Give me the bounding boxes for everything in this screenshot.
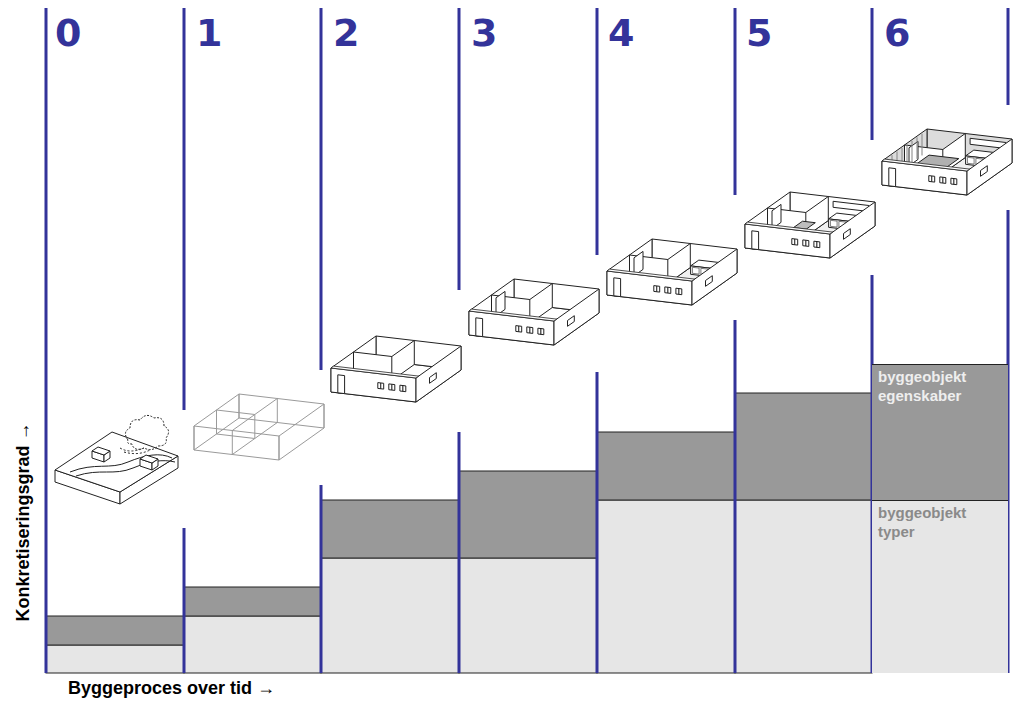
phase-number: 2 (333, 14, 359, 52)
axis-label: Konkretiseringsgrad → (14, 422, 34, 621)
band-label: byggeobjekt typer (872, 501, 1008, 545)
phase-number: 0 (55, 14, 81, 52)
house-part (656, 286, 657, 292)
house-part (917, 137, 918, 159)
house-drawing (745, 192, 875, 258)
house-part (816, 242, 817, 248)
house-drawing (882, 129, 1012, 195)
phase-number: 4 (608, 14, 634, 52)
phase-number: 5 (746, 14, 772, 52)
house-part (805, 240, 806, 246)
house-drawing (194, 394, 324, 460)
house-part (665, 287, 671, 294)
house-part (981, 166, 988, 177)
house-part (929, 176, 935, 183)
house-part (527, 327, 533, 334)
house-part (529, 327, 530, 333)
house-part (338, 375, 345, 394)
house-part (654, 286, 660, 293)
house-part (794, 239, 795, 245)
house-part (389, 384, 395, 391)
house-part (416, 346, 461, 402)
house-part (814, 241, 820, 248)
house-part (516, 326, 522, 333)
house-part (217, 410, 255, 439)
house-part (692, 267, 699, 274)
house-part (912, 141, 913, 163)
house-part (194, 394, 324, 436)
house-part (803, 240, 809, 247)
house-part (614, 278, 621, 297)
axis-label: Byggeproces over tid → (68, 679, 275, 699)
phase-number: 6 (884, 14, 910, 52)
house-part (402, 386, 403, 392)
house-part (951, 178, 957, 185)
house-part (391, 384, 392, 390)
house-part (554, 289, 599, 345)
band-label: byggeobjekt egenskaber (872, 365, 1008, 409)
house-part (678, 289, 679, 295)
house-part (931, 176, 932, 182)
step-bars (46, 393, 872, 673)
house-part (953, 179, 954, 185)
band: byggeobjekt typer (872, 500, 1008, 673)
house-part (540, 329, 541, 335)
terrain-site (55, 415, 178, 504)
house-part (518, 326, 519, 332)
band: byggeobjekt egenskaber (872, 364, 1008, 500)
house-drawing (331, 336, 461, 402)
house-drawing (469, 279, 599, 345)
house-part (830, 220, 837, 227)
house-part (752, 231, 759, 250)
house-part (792, 239, 798, 246)
house-part (324, 404, 325, 428)
house-part (667, 287, 668, 293)
house-part (676, 288, 682, 295)
house-part (400, 385, 406, 392)
house-part (378, 383, 384, 390)
house-part (922, 134, 923, 156)
house-part (967, 139, 1012, 195)
house-part (430, 373, 437, 384)
house-part (889, 168, 896, 187)
house-part (194, 426, 195, 450)
house-part (194, 418, 324, 460)
house-part (476, 318, 483, 337)
house-part (279, 436, 280, 460)
house-part (692, 249, 737, 305)
house-part (568, 316, 575, 327)
house-part (538, 328, 544, 335)
house-part (940, 177, 946, 184)
house-part (942, 177, 943, 183)
house-part (239, 394, 240, 418)
house-part (967, 157, 974, 164)
house-part (380, 383, 381, 389)
house-part (706, 276, 713, 287)
house-part (830, 202, 875, 258)
phase-lines (46, 8, 1008, 673)
phase-number: 1 (196, 14, 222, 52)
house-part (844, 229, 851, 240)
house-drawing (607, 239, 737, 305)
phase-number: 3 (471, 14, 497, 52)
